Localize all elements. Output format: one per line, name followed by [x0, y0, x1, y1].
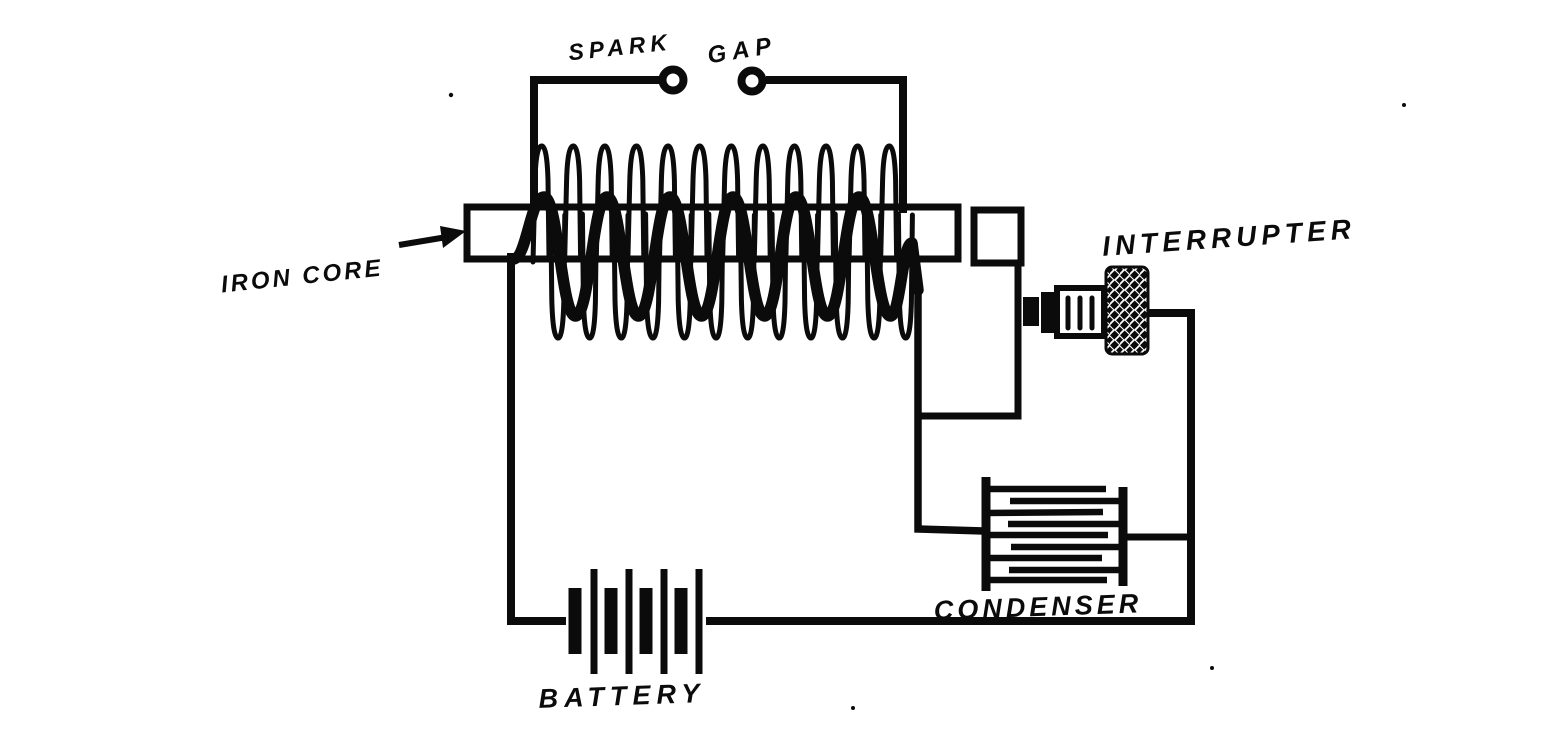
coil-to-condenser-wire: [914, 283, 985, 535]
interrupter: [1023, 265, 1195, 625]
scan-specks: [448, 92, 1406, 710]
iron-core-end-block: [970, 206, 1025, 267]
primary-winding: [507, 191, 924, 322]
secondary-winding: [530, 143, 915, 341]
core-end-bracket: [921, 263, 1022, 420]
spark-label: SPARK: [567, 29, 673, 66]
battery-thick-plates: [568, 588, 688, 654]
interrupter-knurled-knob: [1104, 265, 1150, 356]
battery-label: BATTERY: [538, 678, 706, 714]
gap-label: GAP: [706, 32, 779, 70]
spark-gap-right-wire: [766, 76, 907, 213]
interrupter-contact-nub: [1023, 297, 1039, 326]
spark-gap: [530, 65, 907, 213]
interrupter-label: INTERRUPTER: [1101, 213, 1357, 262]
spark-gap-right-electrode: [737, 66, 767, 96]
battery-left-wire: [507, 253, 566, 625]
iron-core-label: IRON CORE: [220, 255, 385, 299]
interrupter-shaft: [1041, 292, 1055, 333]
battery: [507, 253, 1192, 674]
condenser-left-plates: [985, 485, 1108, 584]
primary-circuit-wires: [914, 263, 1022, 535]
condenser-right-plates: [1008, 497, 1123, 574]
condenser: [981, 477, 1190, 591]
interrupter-output-wire: [1148, 309, 1195, 625]
battery-thin-plates: [590, 569, 703, 674]
spark-gap-left-electrode: [658, 65, 688, 95]
iron-core-pointer-arrow: [398, 226, 466, 248]
interrupter-screw-threads: [1065, 295, 1095, 331]
